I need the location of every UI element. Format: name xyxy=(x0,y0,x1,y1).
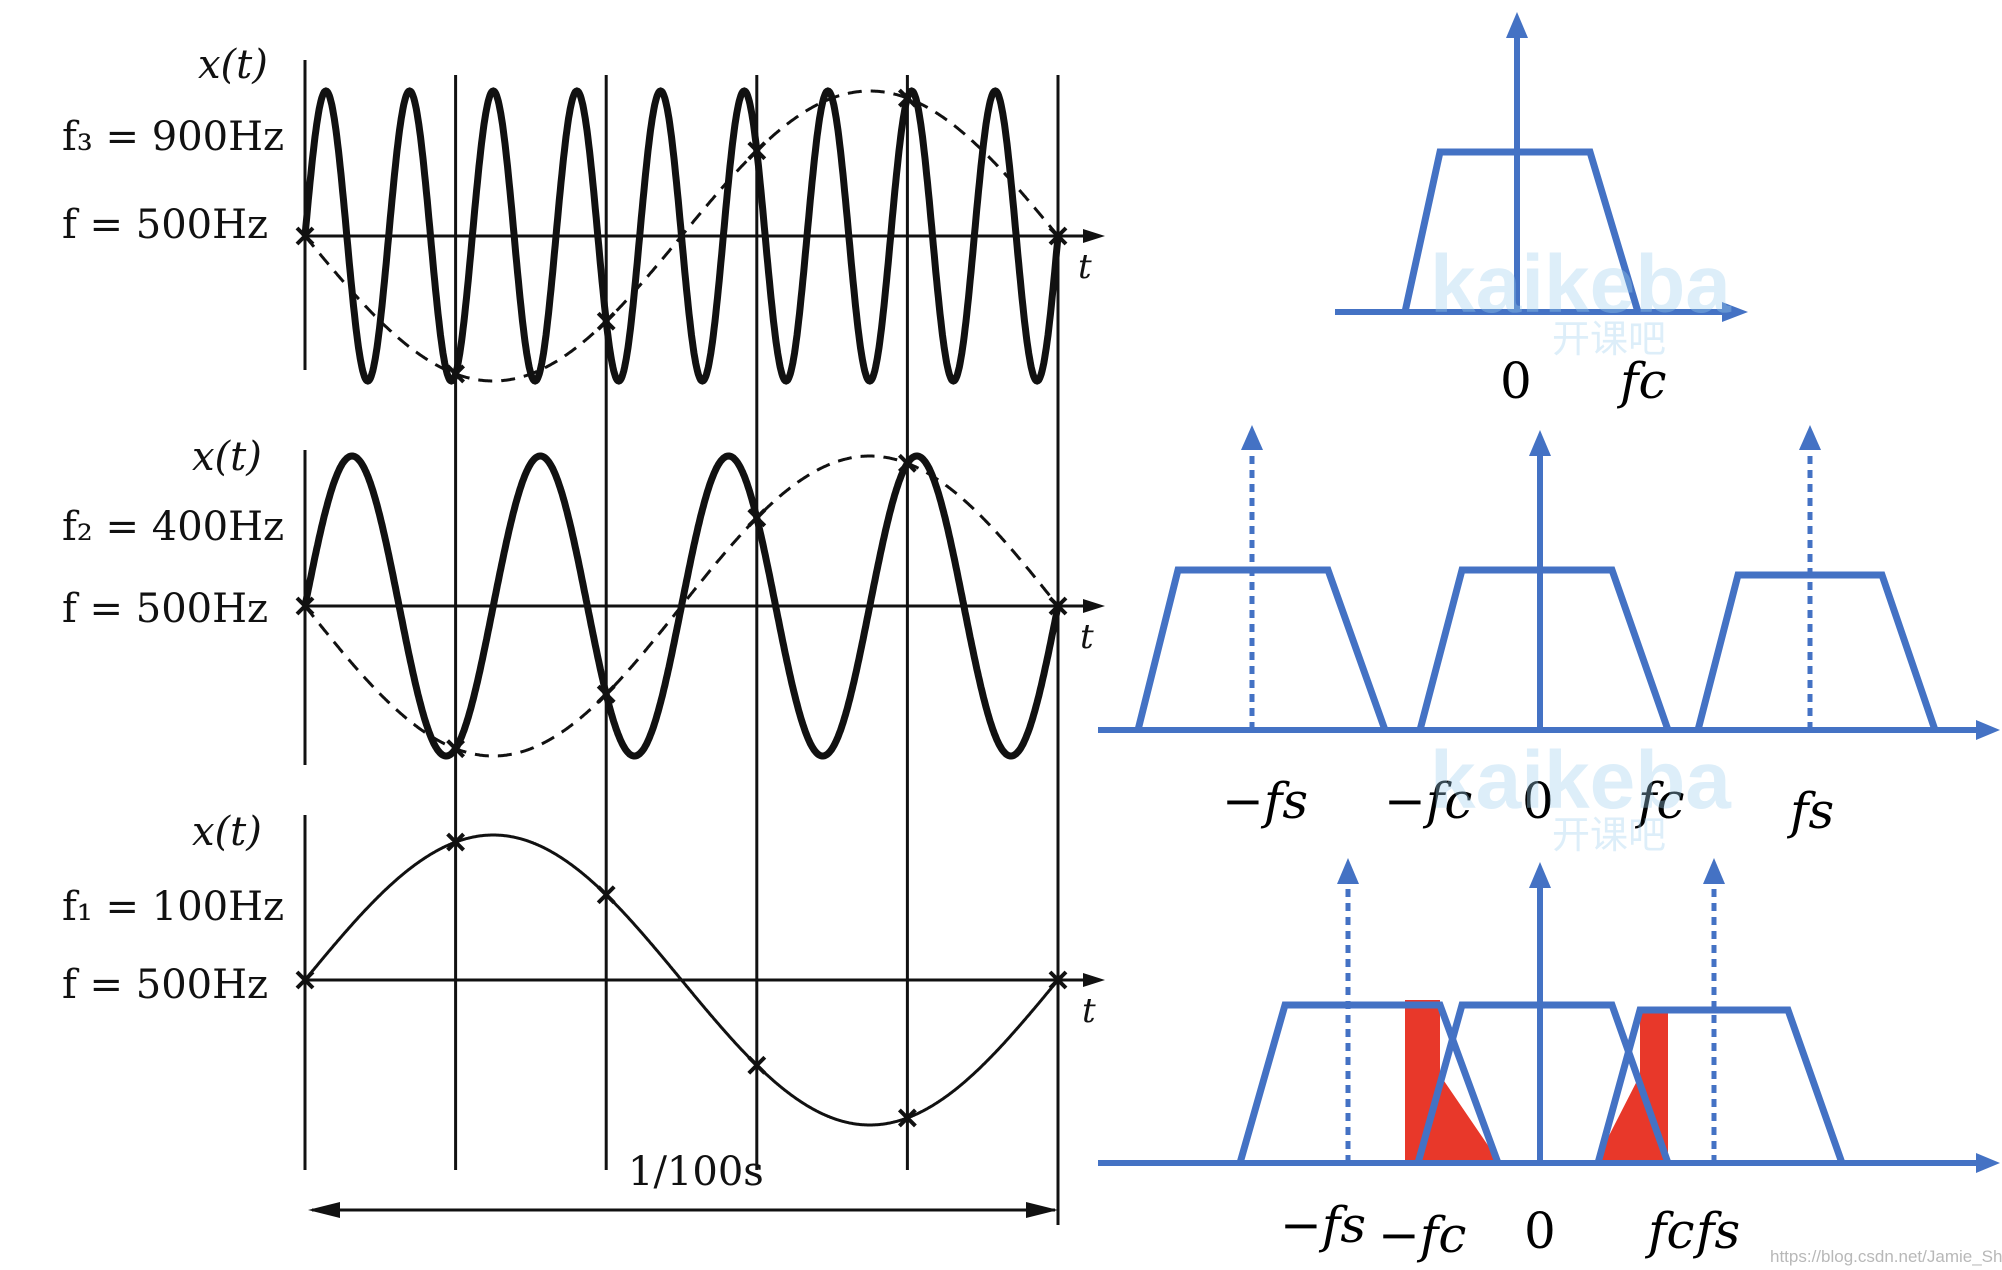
spectrum-sampled-no-overlap: −fs −fc 0 fc fs xyxy=(1098,425,2000,840)
watermark-sub-text: 开课吧 xyxy=(1552,813,1666,857)
time-panel-900hz: x(t) f₃ = 900Hz f = 500Hz t xyxy=(62,42,1105,385)
replica-minus-fs xyxy=(1236,1001,1502,1165)
replica-fs xyxy=(1594,1006,1846,1165)
label-minus-fs: −fs xyxy=(1280,1196,1366,1254)
y-axis-label: x(t) xyxy=(192,434,262,480)
baseband-spectrum-trapezoid xyxy=(1401,148,1642,314)
t-axis-arrowhead xyxy=(1083,599,1105,613)
watermark-middle: kaikeba 开课吧 xyxy=(1430,735,1732,857)
sampling-frequency-label: f = 500Hz xyxy=(62,202,268,248)
watermark-brand-text: kaikeba xyxy=(1430,239,1732,330)
impulse-minus-fs-arrowhead xyxy=(1241,425,1263,450)
t-axis-arrowhead xyxy=(1083,229,1105,243)
duration-arrowhead-right xyxy=(1026,1202,1058,1218)
t-axis-label: t xyxy=(1078,247,1092,287)
duration-arrowhead-left xyxy=(308,1202,340,1218)
sample-point-marker xyxy=(295,970,315,990)
label-minus-fc: −fc xyxy=(1384,772,1472,830)
magnitude-axis-arrowhead xyxy=(1529,862,1551,888)
time-domain-panels: x(t) f₃ = 900Hz f = 500Hz t x(t) f₂ = 40… xyxy=(62,42,1105,1225)
alias-curve-100hz xyxy=(303,454,1060,758)
signal-frequency-label: f₃ = 900Hz xyxy=(62,114,284,160)
label-fc: fc xyxy=(1616,352,1667,410)
sampling-frequency-label: f = 500Hz xyxy=(62,962,268,1008)
magnitude-axis-arrowhead xyxy=(1529,430,1551,456)
sampling-instant-lines xyxy=(454,75,1060,1225)
watermark-sub-text: 开课吧 xyxy=(1552,317,1666,361)
label-zero: 0 xyxy=(1522,772,1554,830)
replica-minus-fs xyxy=(1134,566,1389,732)
t-axis-label: t xyxy=(1080,617,1094,657)
replica-baseband xyxy=(1414,1001,1672,1165)
time-panel-100hz: x(t) f₁ = 100Hz f = 500Hz t xyxy=(62,809,1105,1170)
sampling-frequency-label: f = 500Hz xyxy=(62,586,268,632)
t-axis-arrowhead xyxy=(1083,973,1105,987)
replica-baseband xyxy=(1416,566,1672,732)
freq-axis-arrowhead xyxy=(1976,1153,2000,1173)
freq-axis-arrowhead xyxy=(1976,720,2000,740)
magnitude-axis-arrowhead xyxy=(1506,12,1528,38)
alias-curve-100hz xyxy=(303,89,1060,383)
t-axis-label: t xyxy=(1082,991,1096,1031)
signal-frequency-label: f₂ = 400Hz xyxy=(62,504,284,550)
sample-point-marker xyxy=(295,226,315,246)
label-fc: fc xyxy=(1644,1202,1695,1260)
watermark-top: kaikeba 开课吧 xyxy=(1430,239,1732,361)
impulse-fs-arrowhead xyxy=(1799,425,1821,450)
y-axis-label: x(t) xyxy=(198,42,268,88)
frequency-domain-panels: 0 fc −fs −fc 0 fc fs xyxy=(1098,12,2000,1264)
label-fc: fc xyxy=(1634,772,1685,830)
replica-fs xyxy=(1694,571,1939,732)
label-zero: 0 xyxy=(1524,1202,1556,1260)
impulse-minus-fs-arrowhead xyxy=(1337,858,1359,884)
aliased-region-right xyxy=(1595,1012,1668,1163)
source-url: https://blog.csdn.net/Jamie_Shu xyxy=(1770,1247,2002,1266)
label-zero: 0 xyxy=(1500,352,1532,410)
impulse-fs-arrowhead xyxy=(1703,858,1725,884)
sample-point-marker xyxy=(295,596,315,616)
duration-label: 1/100s xyxy=(628,1149,764,1195)
label-fs: fs xyxy=(1786,782,1834,840)
label-minus-fs: −fs xyxy=(1222,772,1308,830)
freq-axis-arrowhead xyxy=(1722,302,1748,322)
signal-curve-100hz xyxy=(303,833,1060,1127)
label-fs: fs xyxy=(1692,1202,1740,1260)
watermark-brand-text: kaikeba xyxy=(1430,735,1732,826)
label-minus-fc: −fc xyxy=(1378,1206,1466,1264)
duration-dimension: 1/100s xyxy=(308,1149,1058,1218)
spectrum-sampled-aliasing: −fs −fc 0 fc fs xyxy=(1098,858,2000,1264)
time-panel-400hz: x(t) f₂ = 400Hz f = 500Hz t xyxy=(62,434,1105,765)
spectrum-baseband: 0 fc xyxy=(1335,12,1748,410)
y-axis-label: x(t) xyxy=(192,809,262,855)
signal-frequency-label: f₁ = 100Hz xyxy=(62,884,284,930)
